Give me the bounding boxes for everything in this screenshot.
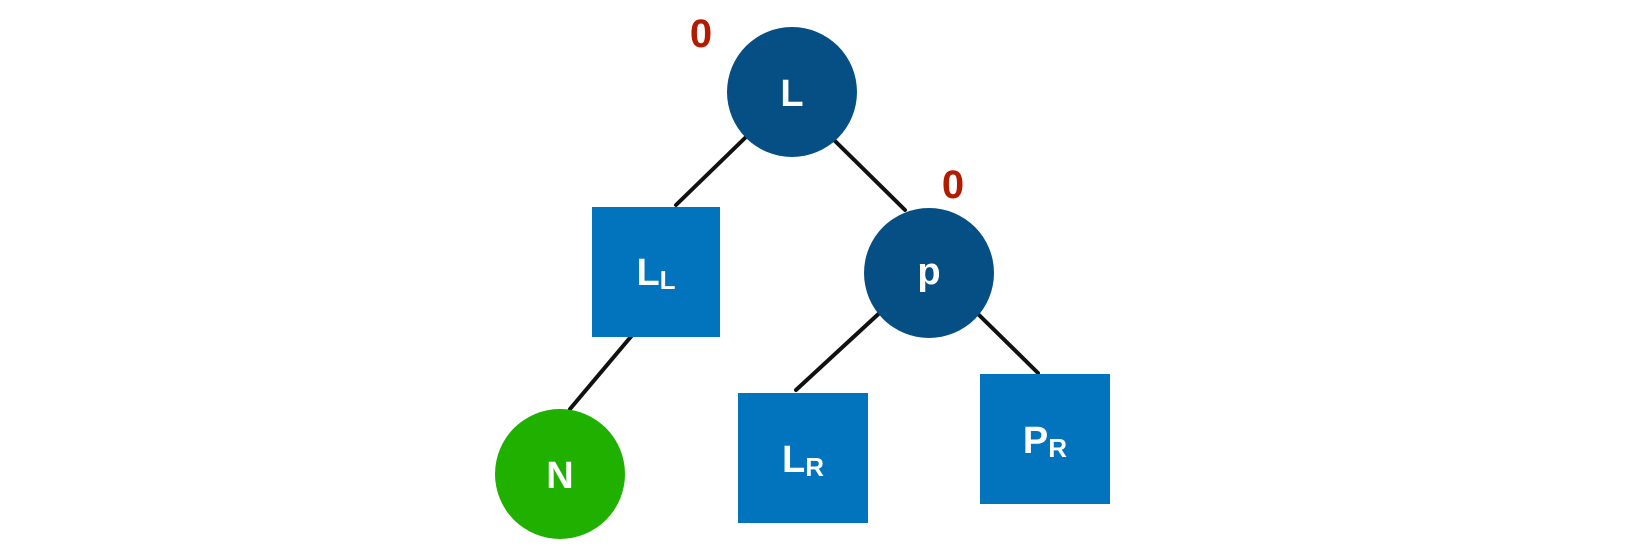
right-left-child-node-square [738, 393, 868, 523]
left-child-node-label: LL [636, 252, 675, 295]
edge-root-to-right-child [832, 138, 907, 212]
right-child-node-label: p [917, 251, 940, 293]
left-child-node-square [592, 207, 720, 337]
right-left-child-node-label: LR [782, 439, 824, 482]
root-node-main-label: L [780, 73, 803, 115]
new-node-label: N [546, 455, 573, 497]
left-child-node: LL [592, 207, 720, 337]
root-node-circle [727, 27, 857, 157]
new-node: N [495, 409, 625, 539]
right-child-node-circle [864, 208, 994, 338]
right-child-node: p [864, 208, 994, 338]
edge-left-child-to-new-node [568, 331, 636, 411]
root-node: L [727, 27, 857, 157]
right-left-child-node: LR [738, 393, 868, 523]
left-child-node-subscript: L [660, 265, 676, 295]
right-left-child-node-subscript: R [805, 452, 824, 482]
right-right-child-node-subscript: R [1048, 433, 1067, 463]
tree-edges [568, 135, 1040, 411]
right-right-child-node-square [980, 374, 1110, 504]
right-left-child-node-main-label: L [782, 439, 805, 481]
edge-root-to-left-child [674, 135, 748, 207]
right-child-balance-factor: 0 [942, 163, 964, 207]
edge-right-child-to-right-left-child [794, 305, 888, 392]
right-right-child-node-label: PR [1023, 420, 1067, 463]
new-node-circle [495, 409, 625, 539]
new-node-main-label: N [546, 455, 573, 497]
left-child-node-main-label: L [636, 252, 659, 294]
right-child-node-main-label: p [917, 251, 940, 293]
edge-right-child-to-right-right-child [975, 311, 1040, 375]
root-balance-factor: 0 [690, 12, 712, 56]
root-node-label: L [780, 73, 803, 115]
right-right-child-node-main-label: P [1023, 420, 1048, 462]
right-right-child-node: PR [980, 374, 1110, 504]
